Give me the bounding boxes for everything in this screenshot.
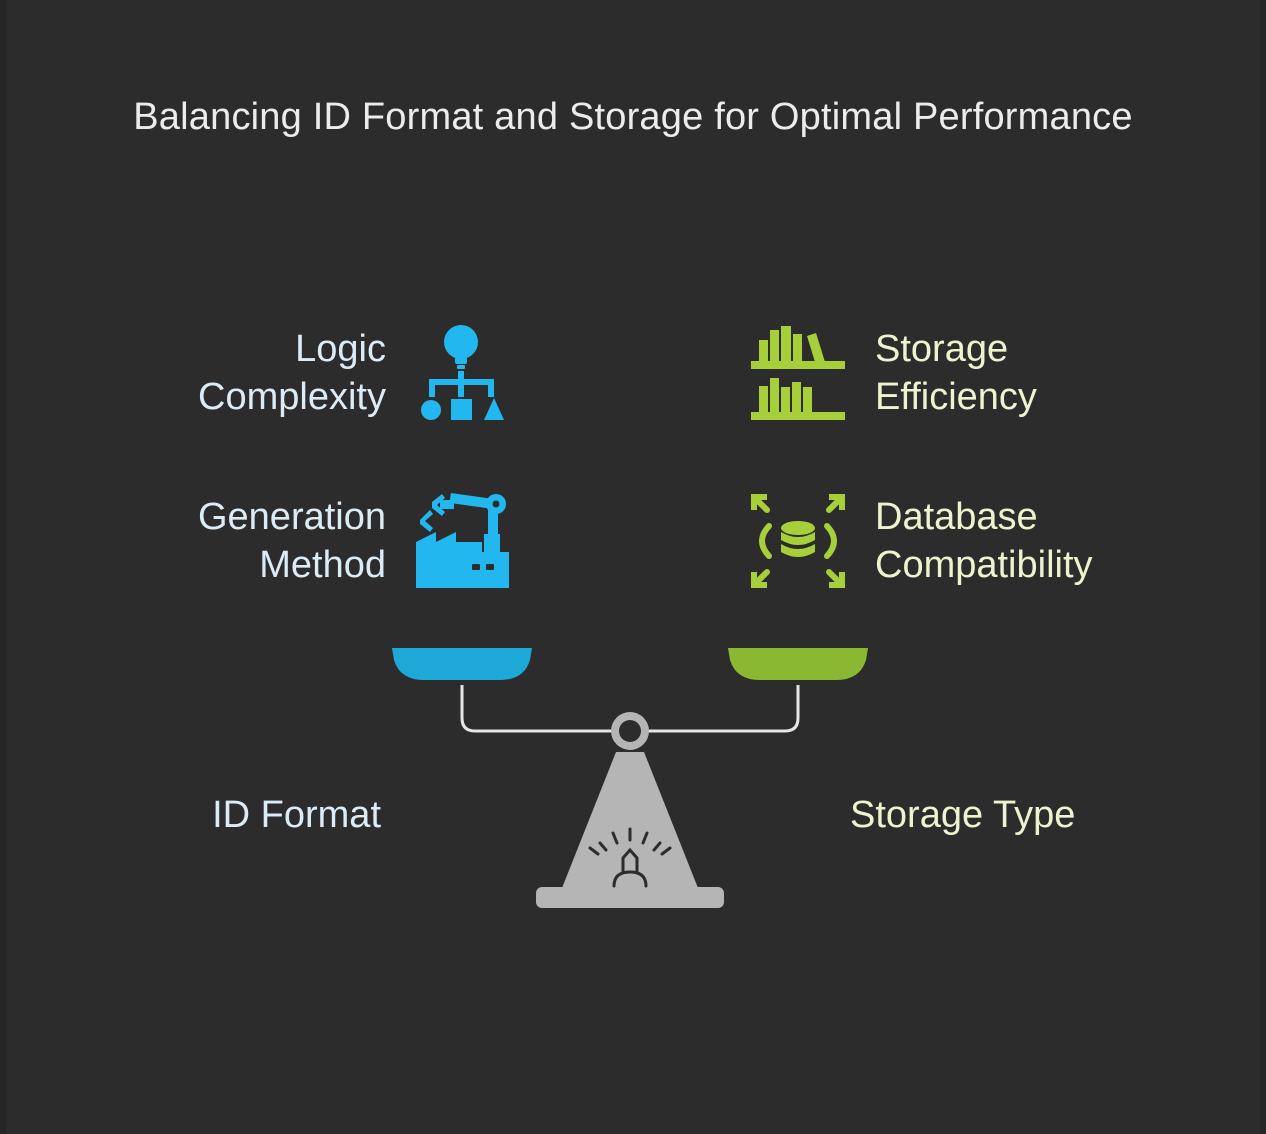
scale-body (562, 752, 698, 888)
scale-base (536, 887, 724, 908)
factor-database-compatibility-label: Database Compatibility (875, 493, 1093, 589)
group-label-storage-type: Storage Type (850, 794, 1076, 836)
database-arrows-icon (751, 494, 845, 588)
scale-beam (460, 685, 800, 733)
frame-edge-right (1260, 0, 1266, 1134)
factor-line-1: Storage (875, 328, 1009, 370)
factor-logic-complexity-label: Logic Complexity (198, 325, 386, 421)
factor-line-2: Method (259, 544, 386, 586)
factor-line-1: Generation (197, 496, 386, 538)
factor-line-1: Database (875, 496, 1038, 538)
factor-line-1: Logic (295, 328, 386, 370)
factor-generation-method-label: Generation Method (198, 493, 386, 589)
diagram-title: Balancing ID Format and Storage for Opti… (133, 96, 1133, 138)
right-pan (728, 648, 868, 680)
group-label-id-format: ID Format (212, 794, 381, 836)
factor-storage-efficiency-label: Storage Efficiency (875, 325, 1037, 421)
robotic-arm-factory-icon (416, 492, 509, 588)
left-pan (392, 648, 532, 680)
frame-edge-left (0, 0, 6, 1134)
books-shelf-icon (751, 326, 845, 420)
factor-line-2: Complexity (198, 376, 386, 418)
factor-line-2: Compatibility (875, 544, 1093, 586)
factor-line-2: Efficiency (875, 376, 1037, 418)
lightbulb-flowchart-icon (421, 325, 504, 420)
